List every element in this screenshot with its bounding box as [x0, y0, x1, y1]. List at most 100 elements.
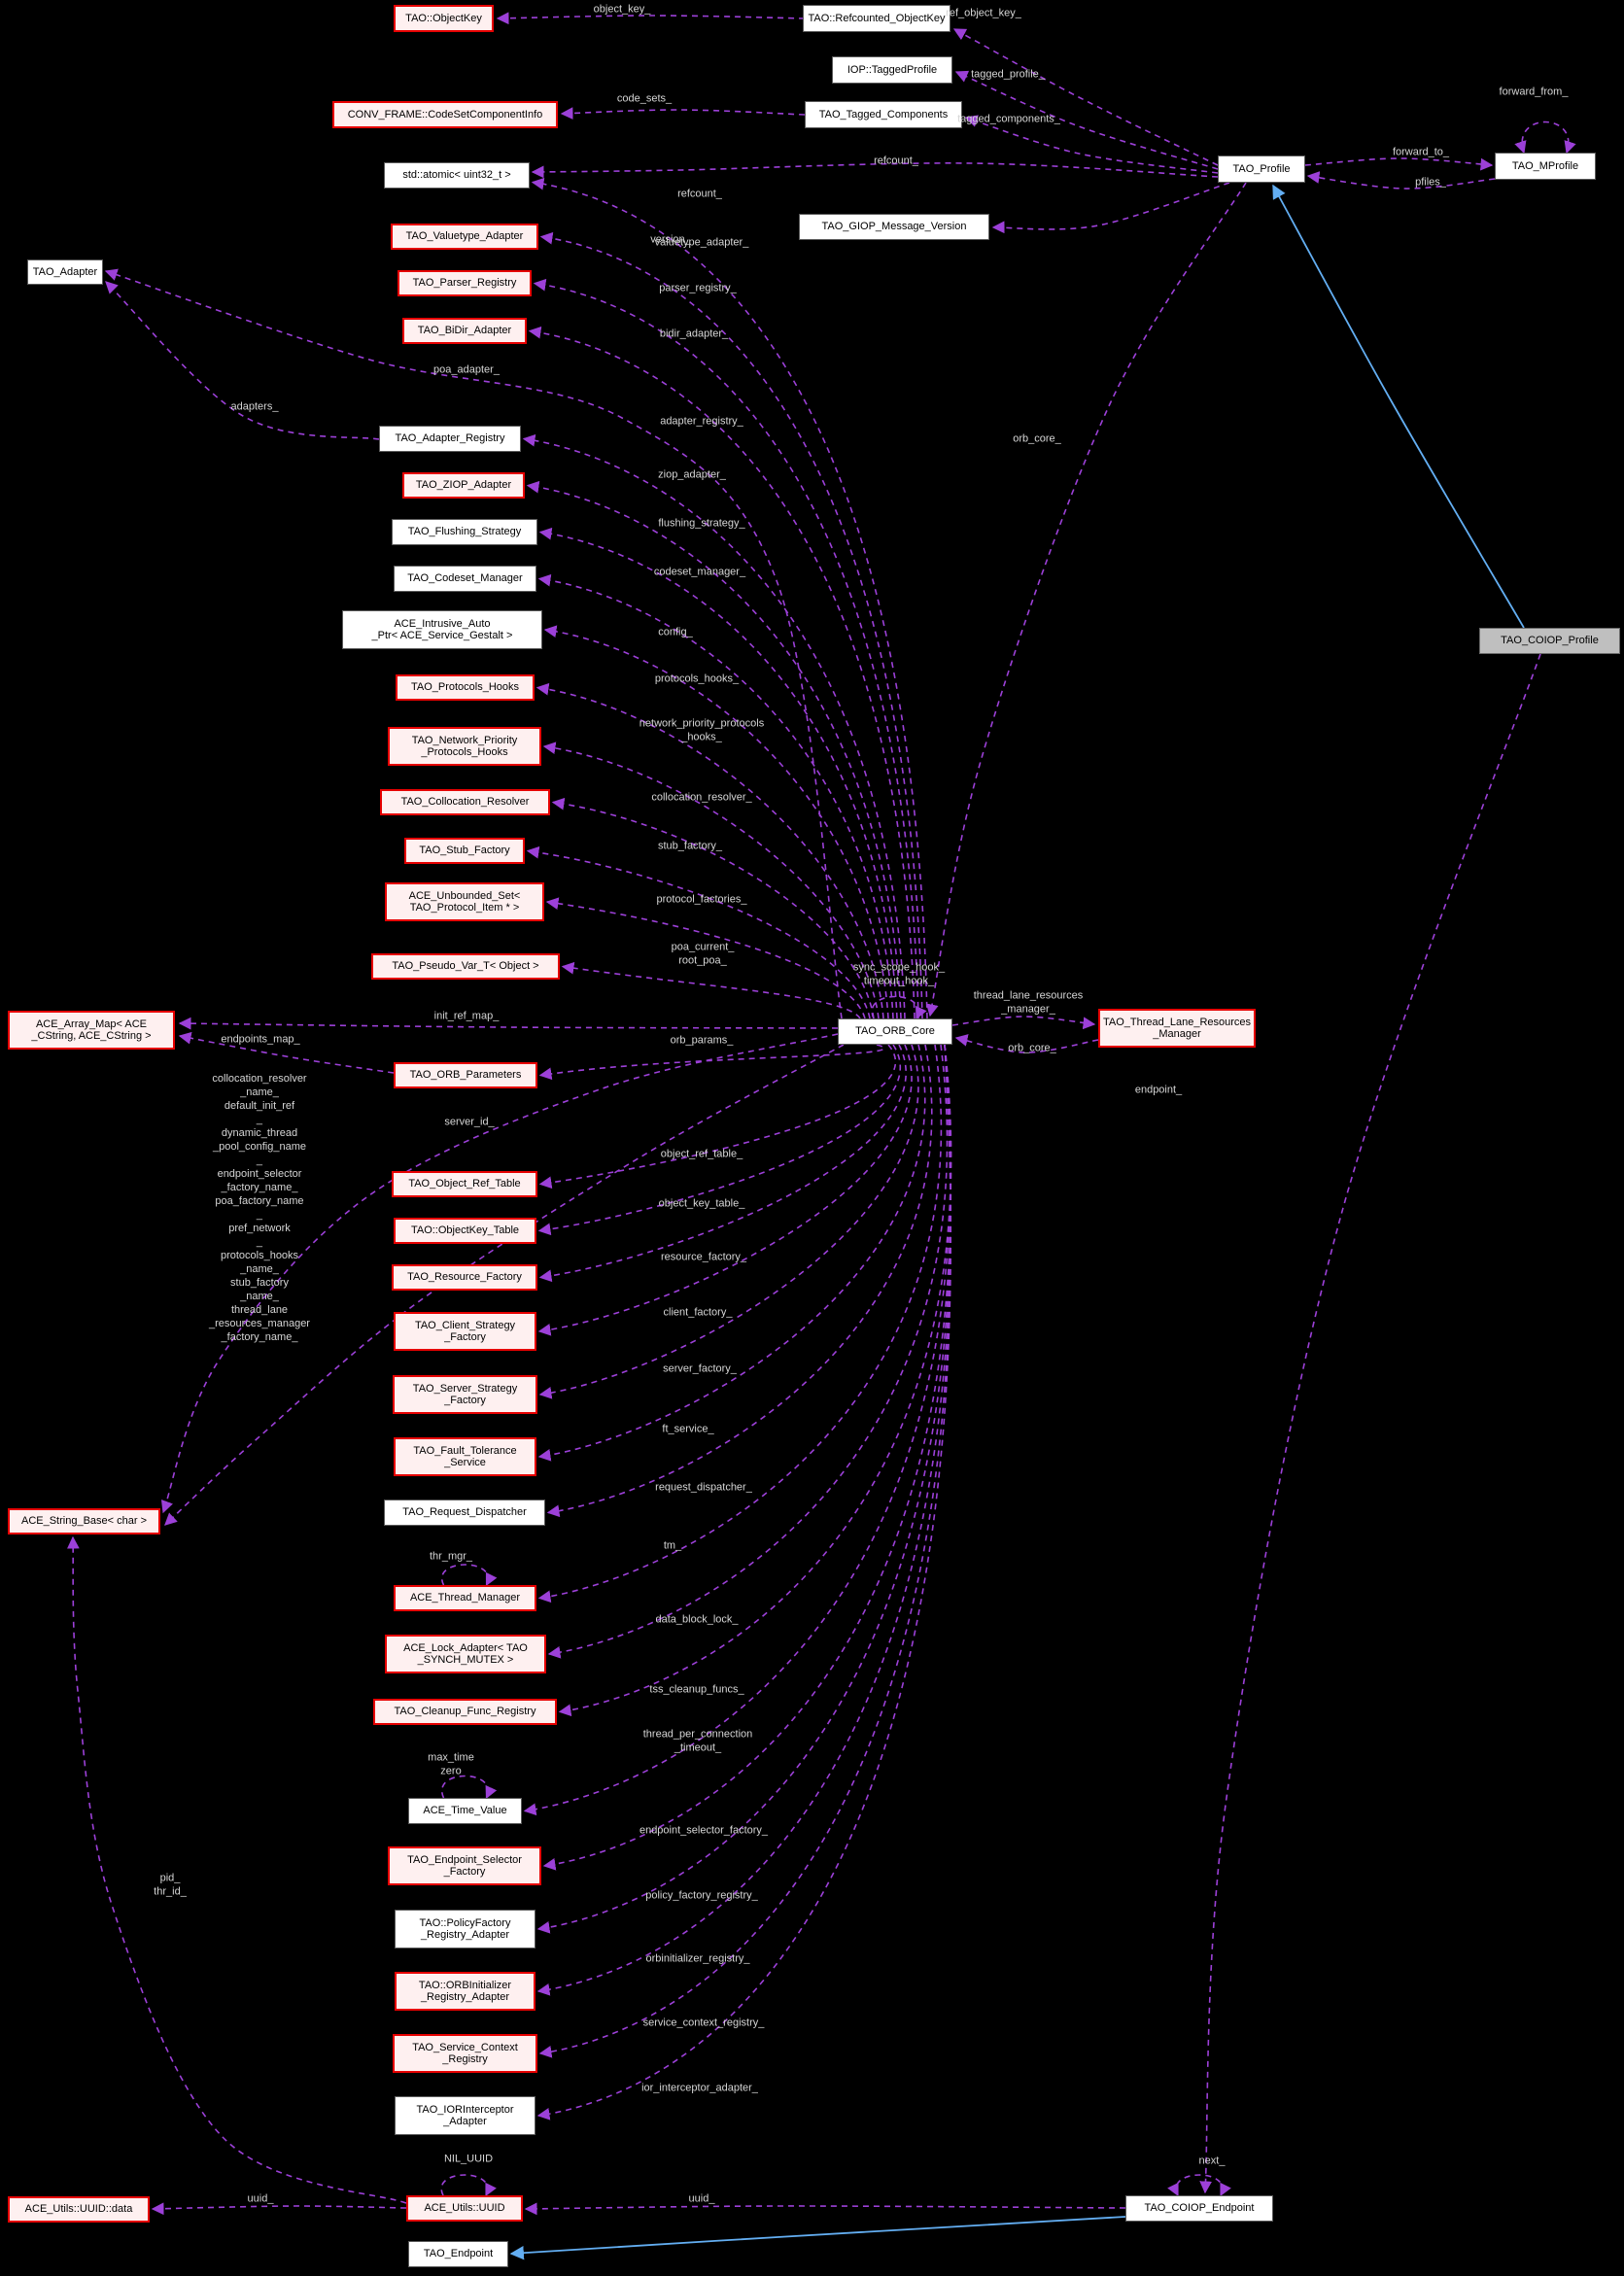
node-tao-endpoint[interactable]: TAO_Endpoint: [408, 2241, 508, 2267]
usage-edge-endpoints_map_: [178, 1031, 395, 1074]
node-orb-core[interactable]: TAO_ORB_Core: [838, 1018, 952, 1045]
node-giop-version[interactable]: TAO_GIOP_Message_Version: [799, 214, 989, 240]
usage-edge-ior_interceptor_adapter_: [536, 1044, 952, 2121]
node-ziop-adapter[interactable]: TAO_ZIOP_Adapter: [402, 472, 525, 499]
node-uuid-data[interactable]: ACE_Utils::UUID::data: [8, 2196, 150, 2223]
edge-label: config_: [658, 626, 693, 638]
node-cleanup-func[interactable]: TAO_Cleanup_Func_Registry: [373, 1699, 557, 1725]
edge-label: tss_cleanup_funcs_: [649, 1683, 744, 1696]
usage-edge-forward_to_: [1304, 157, 1494, 171]
node-protocols-hooks[interactable]: TAO_Protocols_Hooks: [396, 674, 535, 701]
edge-label: pfiles_: [1415, 176, 1446, 189]
node-resource-factory[interactable]: TAO_Resource_Factory: [392, 1264, 537, 1291]
usage-edge-orbinitializer_registry_: [536, 1044, 952, 1996]
node-iop-taggedprofile[interactable]: IOP::TaggedProfile: [832, 56, 952, 84]
edge-label: resource_factory_: [660, 1251, 747, 1263]
node-intrusive-auto-ptr[interactable]: ACE_Intrusive_Auto _Ptr< ACE_Service_Ges…: [342, 610, 542, 649]
node-parser-registry[interactable]: TAO_Parser_Registry: [397, 270, 532, 296]
edge-label: orbinitializer_registry_: [645, 1952, 750, 1965]
node-thread-lane[interactable]: TAO_Thread_Lane_Resources _Manager: [1098, 1009, 1256, 1048]
edge-label: orb_core_: [1008, 1042, 1056, 1054]
node-coiop-endpoint[interactable]: TAO_COIOP_Endpoint: [1125, 2195, 1273, 2222]
node-tao-tagged-components[interactable]: TAO_Tagged_Components: [805, 101, 962, 128]
edge-label: stub_factory_: [657, 840, 723, 852]
edge-label: thr_mgr_: [429, 1550, 473, 1563]
node-flushing-strategy[interactable]: TAO_Flushing_Strategy: [392, 519, 537, 545]
node-server-strategy[interactable]: TAO_Server_Strategy _Factory: [393, 1375, 537, 1414]
usage-edge-orb_params_: [538, 1044, 885, 1081]
usage-edge-uuid_: [524, 2202, 1126, 2216]
node-pseudo-var[interactable]: TAO_Pseudo_Var_T< Object >: [371, 953, 560, 980]
node-refcounted-objectkey[interactable]: TAO::Refcounted_ObjectKey: [803, 5, 950, 32]
node-tao-profile[interactable]: TAO_Profile: [1218, 155, 1305, 183]
usage-edge-ft_service_: [537, 1044, 926, 1462]
edge-label: object_ref_table_: [660, 1148, 743, 1160]
usage-edge-resource_factory_: [538, 1044, 907, 1283]
node-valuetype-adapter[interactable]: TAO_Valuetype_Adapter: [391, 224, 538, 250]
node-tao-adapter[interactable]: TAO_Adapter: [27, 259, 103, 285]
edge-label: object_key_: [593, 3, 651, 16]
edge-label: ior_interceptor_adapter_: [641, 2082, 758, 2094]
node-fault-tolerance[interactable]: TAO_Fault_Tolerance _Service: [394, 1437, 536, 1476]
usage-edge-orb_core_: [954, 1034, 1099, 1053]
node-iorinterceptor[interactable]: TAO_IORInterceptor _Adapter: [395, 2096, 536, 2135]
usage-edge-tagged_profile_: [954, 70, 1219, 170]
node-object-ref-table[interactable]: TAO_Object_Ref_Table: [392, 1171, 537, 1197]
edge-label: valuetype_adapter_: [654, 236, 749, 249]
node-orbinitializer[interactable]: TAO::ORBInitializer _Registry_Adapter: [395, 1972, 536, 2011]
edge-label: service_context_registry_: [642, 2017, 765, 2029]
edge-label: protocols_hooks_: [654, 672, 740, 685]
node-network-priority[interactable]: TAO_Network_Priority _Protocols_Hooks: [388, 727, 541, 766]
self-loop-edge-coiop-endpoint: [1167, 2174, 1231, 2197]
node-lock-adapter[interactable]: ACE_Lock_Adapter< TAO _SYNCH_MUTEX >: [385, 1635, 546, 1673]
node-service-context[interactable]: TAO_Service_Context _Registry: [393, 2034, 537, 2073]
usage-edge-service_context_registry_: [538, 1044, 952, 2058]
edge-label: protocol_factories_: [656, 893, 747, 906]
node-coiop-profile[interactable]: TAO_COIOP_Profile: [1479, 628, 1620, 654]
node-objectkey-table[interactable]: TAO::ObjectKey_Table: [394, 1218, 536, 1244]
node-conv-frame[interactable]: CONV_FRAME::CodeSetComponentInfo: [332, 101, 558, 128]
node-tao-mprofile[interactable]: TAO_MProfile: [1495, 153, 1596, 180]
node-endpoint-selector[interactable]: TAO_Endpoint_Selector _Factory: [388, 1846, 541, 1885]
usage-edge-pid_: [66, 1535, 407, 2204]
node-adapter-registry[interactable]: TAO_Adapter_Registry: [379, 426, 521, 452]
edge-label: uuid_: [688, 2192, 715, 2205]
usage-edge-object_ref_table_: [538, 1044, 897, 1190]
node-ace-uuid[interactable]: ACE_Utils::UUID: [406, 2195, 523, 2222]
node-tao-objectkey[interactable]: TAO::ObjectKey: [394, 5, 494, 32]
edge-label: network_priority_protocols _hooks_: [639, 717, 765, 743]
node-collocation-resolver[interactable]: TAO_Collocation_Resolver: [380, 789, 550, 815]
usage-edge-refcount_: [531, 162, 1219, 179]
node-request-dispatcher[interactable]: TAO_Request_Dispatcher: [384, 1500, 545, 1526]
edge-label: poa_adapter_: [433, 363, 500, 376]
node-array-map[interactable]: ACE_Array_Map< ACE _CString, ACE_CString…: [8, 1011, 175, 1050]
edge-label: forward_to_: [1392, 146, 1450, 158]
node-policyfactory[interactable]: TAO::PolicyFactory _Registry_Adapter: [395, 1910, 536, 1948]
edge-label: flushing_strategy_: [658, 517, 745, 530]
edge-label: sync_scope_hook_ timeout_hook_: [852, 961, 946, 987]
usage-edge-client_factory_: [537, 1044, 913, 1336]
node-std-atomic[interactable]: std::atomic< uint32_t >: [384, 162, 530, 189]
node-stub-factory[interactable]: TAO_Stub_Factory: [404, 838, 525, 864]
edge-label: parser_registry_: [659, 282, 737, 294]
usage-edge-tm_: [537, 1044, 943, 1604]
node-bidir-adapter[interactable]: TAO_BiDir_Adapter: [402, 318, 527, 344]
usage-edge-init_ref_map_: [178, 1017, 839, 1030]
usage-edge-valuetype_adapter_: [539, 231, 923, 1019]
usage-edge-server_factory_: [538, 1044, 919, 1399]
usage-edge-thread_per_connection: [523, 1044, 951, 1816]
edge-label: collocation_resolver_: [651, 791, 752, 804]
node-thread-manager[interactable]: ACE_Thread_Manager: [394, 1585, 536, 1611]
edge-label: code_sets_: [616, 92, 673, 105]
edge-label: tm_: [663, 1539, 682, 1552]
node-orb-parameters[interactable]: TAO_ORB_Parameters: [394, 1062, 537, 1088]
edge-label: uuid_: [247, 2192, 274, 2205]
node-time-value[interactable]: ACE_Time_Value: [408, 1798, 522, 1824]
edge-label: NIL_UUID: [443, 2153, 494, 2165]
node-string-base[interactable]: ACE_String_Base< char >: [8, 1508, 160, 1535]
edge-label: endpoint_selector_factory_: [639, 1824, 769, 1837]
node-unbounded-set[interactable]: ACE_Unbounded_Set< TAO_Protocol_Item * >: [385, 882, 544, 921]
node-codeset-manager[interactable]: TAO_Codeset_Manager: [394, 566, 536, 592]
node-client-strategy[interactable]: TAO_Client_Strategy _Factory: [394, 1312, 536, 1351]
